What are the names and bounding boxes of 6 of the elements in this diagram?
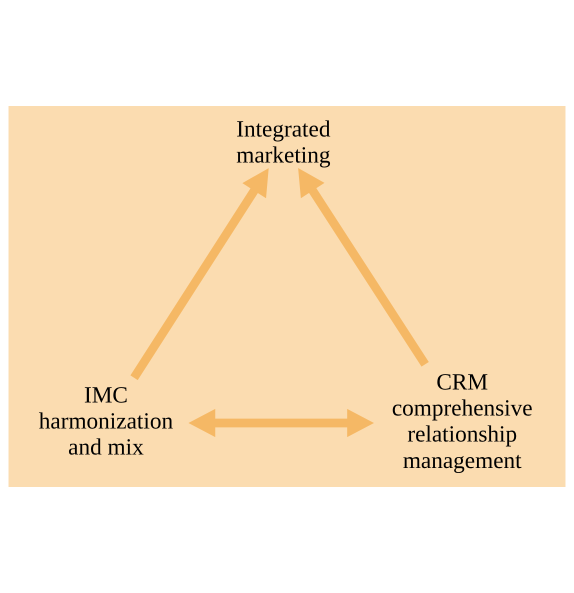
node-text: Integrated marketing: [236, 116, 330, 168]
arrow: [130, 168, 269, 380]
node-text: CRM comprehensive relationship management: [392, 369, 533, 474]
arrow: [188, 408, 374, 438]
node-text: IMC harmonization and mix: [38, 382, 174, 461]
arrow: [298, 168, 429, 367]
